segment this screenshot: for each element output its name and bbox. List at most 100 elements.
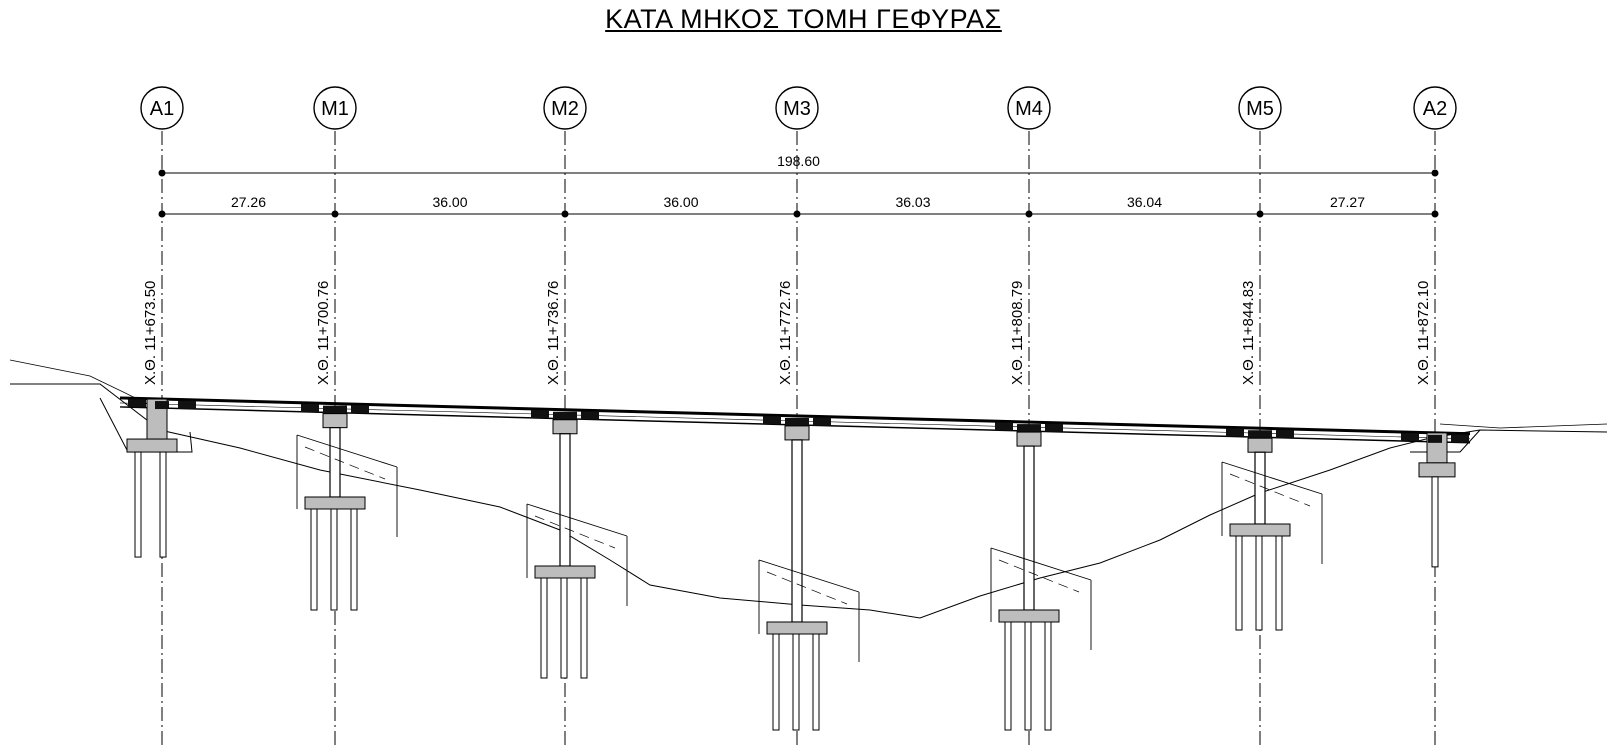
axis-bubble-m4 [1007, 86, 1051, 130]
pile-m3 [792, 633, 800, 731]
span-dimension-tick [331, 210, 339, 218]
embankment-line-left [9, 359, 151, 406]
pile-m1 [330, 508, 338, 611]
pile-a2 [1431, 476, 1439, 568]
pile-m2 [580, 577, 588, 679]
drawing-title: ΚΑΤΑ ΜΗΚΟΣ ΤΟΜΗ ΓΕΦΥΡΑΣ [605, 4, 1002, 34]
excavation-dashed-m4 [998, 559, 1080, 593]
pile-m1 [310, 508, 318, 611]
span-dimension-tick [561, 210, 569, 218]
deck-diaphragm-block [1045, 423, 1063, 432]
excavation-dashed-m1 [304, 446, 386, 480]
span-dimension-text: 36.00 [663, 194, 698, 210]
pier-cap-m1 [322, 413, 348, 429]
bearing-m4 [1017, 424, 1041, 433]
station-label-a1: Χ.Θ. 11+673.50 [142, 281, 159, 385]
deck-diaphragm-block [1401, 433, 1419, 442]
pile-a1 [159, 451, 167, 558]
excavation-dashed-m3 [766, 571, 848, 605]
pier-footing-m4 [998, 609, 1060, 623]
span-dimension-text: 27.27 [1330, 194, 1365, 210]
deck-diaphragm-block [128, 399, 146, 408]
bearing-m1 [323, 405, 347, 414]
pile-m3 [772, 633, 780, 731]
excavation-outline-m2 [526, 503, 628, 606]
excavation-outline-m3 [758, 559, 860, 662]
pier-column-m5 [1254, 451, 1266, 525]
axis-label-m3: M3 [783, 98, 811, 120]
span-dimension-tick [1256, 210, 1264, 218]
excavation-outline-m5 [1221, 461, 1323, 564]
span-dimension-tick [1431, 210, 1439, 218]
overall-dimension-tick [158, 169, 166, 177]
deck-diaphragm-block [813, 417, 831, 426]
span-dimension-tick [1025, 210, 1033, 218]
bearing-m2 [553, 411, 577, 420]
pile-m2 [560, 577, 568, 679]
pile-m4 [1024, 621, 1032, 731]
axis-label-m1: M1 [321, 98, 349, 120]
axis-bubble-m2 [543, 86, 587, 130]
pile-m4 [1004, 621, 1012, 731]
deck-diaphragm-block [1276, 429, 1294, 438]
axis-bubble-a1 [140, 86, 184, 130]
deck-diaphragm-block [995, 422, 1013, 431]
axis-bubble-a2 [1413, 86, 1457, 130]
pier-cap-m2 [552, 419, 578, 435]
deck-diaphragm-block [1451, 434, 1469, 443]
span-dimension-text: 36.03 [895, 194, 930, 210]
pile-m5 [1275, 535, 1283, 631]
axis-label-m4: M4 [1015, 98, 1043, 120]
pier-column-m4 [1023, 445, 1035, 611]
pile-m4 [1044, 621, 1052, 731]
pier-cap-m3 [784, 425, 810, 441]
station-label-a2: Χ.Θ. 11+872.10 [1415, 281, 1432, 385]
excavation-dashed-m2 [534, 515, 616, 549]
deck-diaphragm-block [531, 410, 549, 419]
station-label-m1: Χ.Θ. 11+700.76 [315, 281, 332, 385]
bearing-a2 [1428, 434, 1442, 443]
ground-line [10, 383, 1607, 619]
excavation-outline-m4 [990, 547, 1092, 650]
axis-bubble-m5 [1238, 86, 1282, 130]
station-label-m3: Χ.Θ. 11+772.76 [777, 281, 794, 385]
span-dimension-text: 36.00 [432, 194, 467, 210]
pile-m2 [540, 577, 548, 679]
axis-bubble-m1 [313, 86, 357, 130]
axis-bubble-m3 [775, 86, 819, 130]
pier-cap-m4 [1016, 431, 1042, 447]
bearing-m3 [785, 417, 809, 426]
pier-column-m3 [791, 439, 803, 623]
deck-diaphragm-block [178, 400, 196, 409]
pile-m5 [1255, 535, 1263, 631]
axis-label-m2: M2 [551, 98, 579, 120]
deck-diaphragm-block [763, 416, 781, 425]
pier-footing-m2 [534, 565, 596, 579]
bearing-a1 [155, 401, 169, 410]
deck-diaphragm-block [351, 405, 369, 414]
station-label-m5: Χ.Θ. 11+844.83 [1240, 281, 1257, 385]
supports [126, 398, 1456, 731]
deck-diaphragm-block [301, 403, 319, 412]
pile-m3 [812, 633, 820, 731]
span-dimension-tick [158, 210, 166, 218]
abutment-footing-a1 [126, 438, 178, 453]
abutment-footing-a2 [1418, 462, 1456, 478]
excavation-outline-m1 [296, 434, 398, 537]
axis-label-a1: A1 [150, 98, 174, 120]
span-dimension-text: 36.04 [1127, 194, 1162, 210]
deck-diaphragm-block [581, 411, 599, 420]
pile-m5 [1235, 535, 1243, 631]
span-dimension-text: 27.26 [231, 194, 266, 210]
pile-a1 [134, 451, 142, 558]
pier-footing-m1 [304, 496, 366, 510]
pier-footing-m3 [766, 621, 828, 635]
axis-label-a2: A2 [1423, 98, 1447, 120]
span-dimension-tick [793, 210, 801, 218]
deck-top-line [119, 396, 1471, 436]
excavation-dashed-m5 [1229, 473, 1311, 507]
